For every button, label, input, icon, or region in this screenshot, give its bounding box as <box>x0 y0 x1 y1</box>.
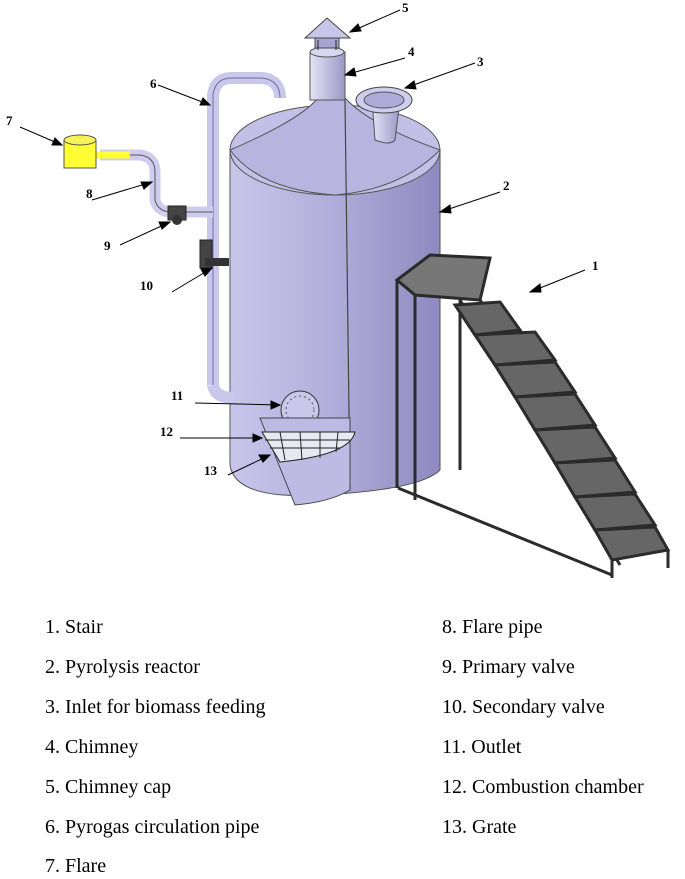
legend-item: 8. Flare pipe <box>442 616 543 638</box>
legend-item: 1. Stair <box>45 616 103 638</box>
callout-11: 11 <box>171 388 183 403</box>
callout-3: 3 <box>477 54 484 69</box>
callout-6: 6 <box>150 76 157 91</box>
callout-10: 10 <box>140 278 153 293</box>
legend-item: 2. Pyrolysis reactor <box>45 656 200 678</box>
callout-7: 7 <box>6 113 13 128</box>
legend-item: 11. Outlet <box>442 736 522 758</box>
callout-4: 4 <box>408 44 415 59</box>
legend-item: 10. Secondary valve <box>442 696 605 718</box>
callout-5: 5 <box>402 0 409 15</box>
legend-item: 3. Inlet for biomass feeding <box>45 696 266 718</box>
callout-numbers: 1 2 3 4 5 6 7 8 9 10 11 12 13 <box>6 0 599 478</box>
callout-leaders <box>19 9 586 476</box>
legend-item: 4. Chimney <box>45 736 139 758</box>
legend-item: 13. Grate <box>442 816 517 838</box>
secondary-valve <box>199 239 229 269</box>
callout-1: 1 <box>592 258 599 273</box>
callout-8: 8 <box>86 186 93 201</box>
legend-item: 5. Chimney cap <box>45 776 172 798</box>
legend: 1. Stair 2. Pyrolysis reactor 3. Inlet f… <box>0 605 685 879</box>
legend-item: 7. Flare <box>45 855 107 877</box>
stair <box>394 253 671 578</box>
flare-pipe <box>96 149 213 218</box>
pyrolysis-reactor-diagram: 1 2 3 4 5 6 7 8 9 10 11 12 13 <box>6 0 671 578</box>
flare <box>63 134 97 169</box>
pyrogas-circulation-pipe <box>207 72 286 404</box>
callout-13: 13 <box>204 463 218 478</box>
biomass-inlet <box>355 86 413 144</box>
callout-12: 12 <box>160 424 173 439</box>
legend-item: 6. Pyrogas circulation pipe <box>45 816 260 838</box>
callout-9: 9 <box>104 238 111 253</box>
chimney <box>309 46 346 101</box>
callout-2: 2 <box>503 178 510 193</box>
chimney-cap <box>303 17 352 50</box>
legend-item: 12. Combustion chamber <box>442 776 644 798</box>
primary-valve <box>167 205 187 225</box>
grate <box>261 431 356 463</box>
legend-item: 9. Primary valve <box>442 656 575 678</box>
